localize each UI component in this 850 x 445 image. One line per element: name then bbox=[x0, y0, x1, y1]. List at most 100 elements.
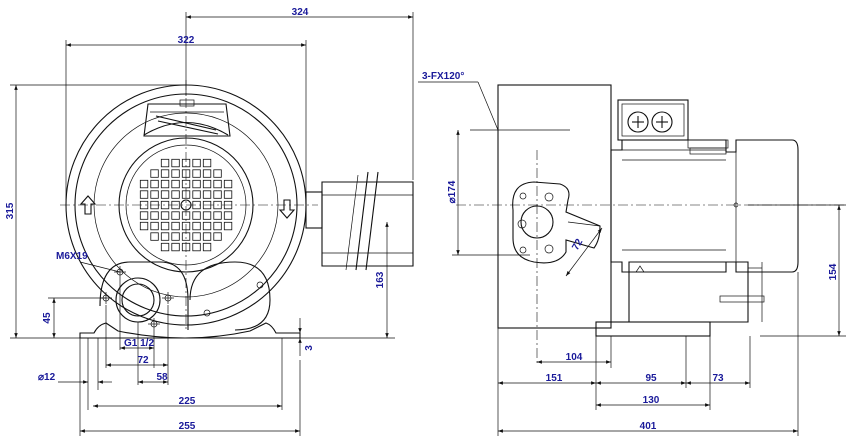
flange-plate bbox=[512, 181, 601, 264]
dim-bolt-holes: M6X19 bbox=[56, 251, 88, 262]
vent-cell bbox=[181, 169, 191, 178]
vent-cell bbox=[181, 190, 191, 199]
front-foot bbox=[79, 261, 301, 339]
vent-cell bbox=[192, 232, 201, 241]
vent-cell bbox=[213, 169, 222, 178]
vent-cell bbox=[181, 242, 191, 252]
vent-cell bbox=[213, 211, 222, 220]
vent-cell bbox=[171, 169, 180, 178]
vent-cell bbox=[202, 169, 212, 178]
vent-cell bbox=[192, 190, 201, 199]
vent-cell bbox=[150, 179, 159, 189]
vent-cell bbox=[160, 158, 170, 168]
motor-body bbox=[610, 139, 799, 273]
vent-cell bbox=[160, 221, 170, 231]
side-base bbox=[595, 261, 765, 337]
vent-cell bbox=[202, 158, 212, 168]
dim-outlet-center-height: 163 bbox=[375, 271, 386, 288]
vent-cell bbox=[171, 221, 180, 231]
dim-axis-height: 154 bbox=[828, 263, 839, 280]
dim-foot-width: 255 bbox=[179, 421, 196, 432]
vent-cell bbox=[202, 242, 212, 252]
vent-cell bbox=[202, 179, 212, 189]
vent-cell bbox=[213, 190, 222, 199]
dim-thread: G1 1/2 bbox=[124, 338, 154, 349]
vent-cell bbox=[213, 200, 222, 210]
vent-cell bbox=[202, 200, 212, 210]
vent-grid bbox=[139, 158, 233, 252]
front-dimension-lines bbox=[10, 12, 414, 436]
dim-inlet-72: 72 bbox=[137, 355, 149, 366]
dim-overall-height: 315 bbox=[5, 202, 16, 219]
dim-foot-spacing: 225 bbox=[179, 396, 196, 407]
dim-offset-151: 151 bbox=[546, 373, 563, 384]
vent-cell bbox=[160, 190, 170, 199]
vent-cell bbox=[139, 200, 149, 210]
vent-cell bbox=[213, 221, 222, 231]
dim-inlet-58: 58 bbox=[156, 372, 168, 383]
dim-flange-diameter: ⌀174 bbox=[447, 180, 458, 203]
vent-cell bbox=[181, 179, 191, 189]
vent-cell bbox=[171, 232, 180, 241]
vent-cell bbox=[150, 232, 159, 241]
vent-cell bbox=[181, 211, 191, 220]
dim-foot-73: 73 bbox=[712, 373, 724, 384]
vent-cell bbox=[192, 211, 201, 220]
vent-cell bbox=[171, 200, 180, 210]
dim-flange-holes: 3-FX120° bbox=[422, 71, 464, 82]
vent-cell bbox=[213, 232, 222, 241]
vent-cell bbox=[160, 200, 170, 210]
vent-cell bbox=[139, 221, 149, 231]
dim-overall-length: 401 bbox=[640, 421, 657, 432]
dim-hole-height: 45 bbox=[42, 312, 53, 324]
vent-cell bbox=[160, 232, 170, 241]
vent-cell bbox=[150, 211, 159, 220]
dim-housing-width: 322 bbox=[178, 35, 195, 46]
vent-cell bbox=[223, 190, 233, 199]
dim-foot-130: 130 bbox=[643, 395, 660, 406]
vent-cell bbox=[160, 242, 170, 252]
vent-cell bbox=[192, 200, 201, 210]
vent-cell bbox=[139, 179, 149, 189]
dim-flange-72: 72 bbox=[570, 237, 585, 253]
shaft-center bbox=[180, 199, 192, 211]
side-dimension-lines bbox=[418, 81, 846, 436]
dim-offset-104: 104 bbox=[566, 352, 583, 363]
outlet-pipe bbox=[305, 171, 414, 271]
vent-cell bbox=[139, 190, 149, 199]
vent-cell bbox=[181, 232, 191, 241]
fan-guard-inner bbox=[125, 144, 247, 266]
vent-cell bbox=[223, 211, 233, 220]
flow-arrow-left bbox=[79, 195, 97, 215]
terminal-box bbox=[143, 99, 231, 137]
vent-cell bbox=[150, 221, 159, 231]
vent-cell bbox=[202, 221, 212, 231]
vent-cell bbox=[150, 200, 159, 210]
vent-cell bbox=[192, 221, 201, 231]
vent-cell bbox=[171, 190, 180, 199]
vent-cell bbox=[192, 158, 201, 168]
vent-cell bbox=[160, 211, 170, 220]
vent-cell bbox=[181, 158, 191, 168]
vent-cell bbox=[160, 179, 170, 189]
dim-foot-95: 95 bbox=[645, 373, 657, 384]
dim-foot-holes: ⌀12 bbox=[38, 372, 56, 383]
vent-cell bbox=[171, 242, 180, 252]
vent-cell bbox=[223, 221, 233, 231]
vent-cell bbox=[202, 211, 212, 220]
vent-cell bbox=[150, 190, 159, 199]
motor-terminal-box bbox=[617, 99, 729, 155]
vent-cell bbox=[181, 221, 191, 231]
dim-foot-thickness: 3 bbox=[304, 345, 315, 351]
fan-guard bbox=[118, 137, 254, 273]
vent-cell bbox=[223, 179, 233, 189]
vent-cell bbox=[202, 190, 212, 199]
vent-cell bbox=[160, 169, 170, 178]
vent-cell bbox=[192, 179, 201, 189]
vent-cell bbox=[213, 179, 222, 189]
vent-cell bbox=[171, 211, 180, 220]
vent-cell bbox=[139, 211, 149, 220]
vent-cell bbox=[202, 232, 212, 241]
vent-cell bbox=[150, 169, 159, 178]
